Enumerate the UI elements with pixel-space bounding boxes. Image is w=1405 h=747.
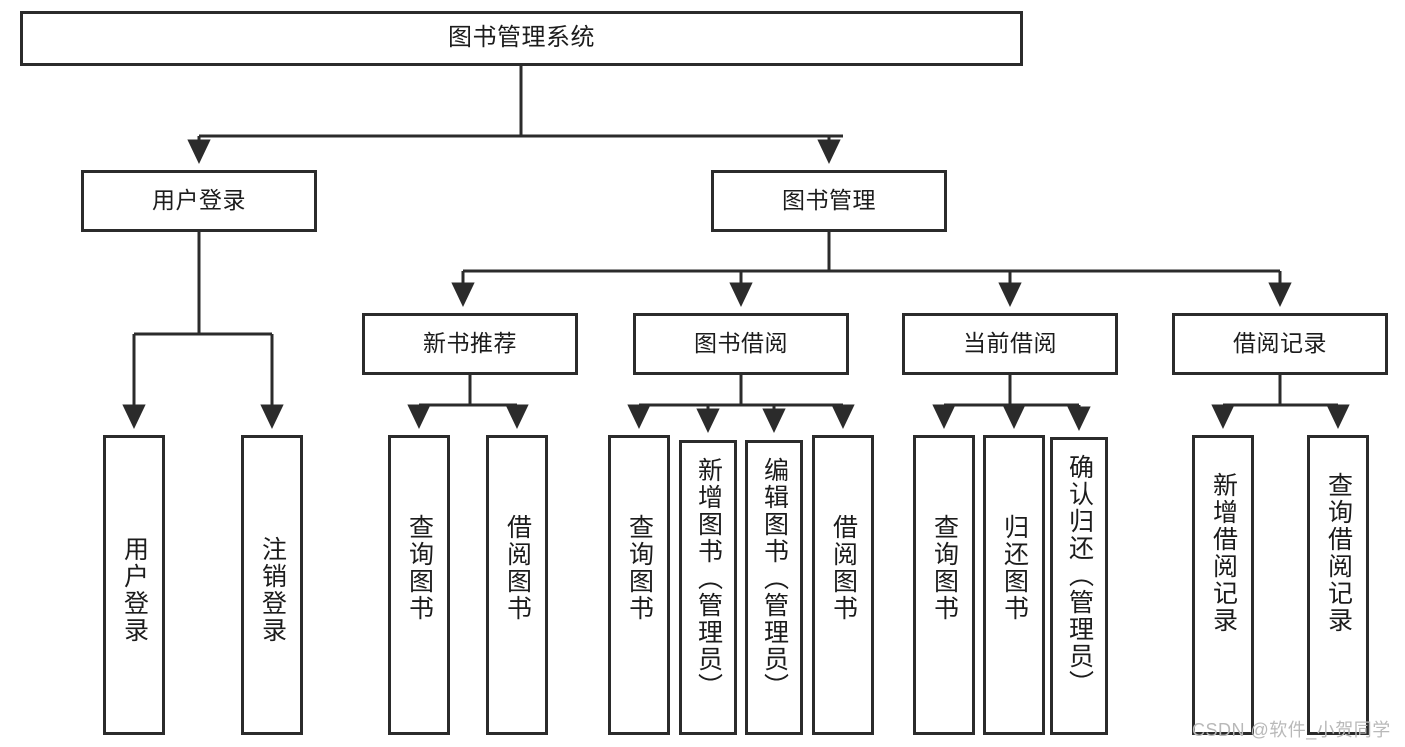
- node-borrow-records[interactable]: 借阅记录: [1172, 313, 1388, 375]
- node-borrow-records-label: 借阅记录: [1233, 330, 1327, 357]
- node-book-management-label: 图书管理: [782, 187, 876, 214]
- leaf-query-book-newbooks-label: 查询图书: [405, 514, 434, 622]
- leaf-user-login[interactable]: 用户登录: [103, 435, 165, 735]
- leaf-query-book-borrow[interactable]: 查询图书: [608, 435, 670, 735]
- edge-login-to-leaves: [122, 232, 284, 430]
- leaf-user-logout[interactable]: 注销登录: [241, 435, 303, 735]
- leaf-query-book-current[interactable]: 查询图书: [913, 435, 975, 735]
- node-book-borrow-label: 图书借阅: [694, 330, 788, 357]
- leaf-edit-book-admin-label: 编辑图书（管理员）: [760, 457, 789, 700]
- leaf-query-book-borrow-label: 查询图书: [625, 514, 654, 622]
- leaf-add-book-admin[interactable]: 新增图书（管理员）: [679, 440, 737, 735]
- leaf-return-book[interactable]: 归还图书: [983, 435, 1045, 735]
- leaf-add-borrow-record[interactable]: 新增借阅记录: [1192, 435, 1254, 735]
- leaf-confirm-return-admin[interactable]: 确认归还（管理员）: [1050, 437, 1108, 735]
- edge-borrow-to-leaves: [627, 375, 855, 434]
- node-new-book-recommend[interactable]: 新书推荐: [362, 313, 578, 375]
- leaf-query-book-current-label: 查询图书: [930, 514, 959, 622]
- leaf-borrow-book-newbooks[interactable]: 借阅图书: [486, 435, 548, 735]
- edge-newbooks-to-leaves: [407, 375, 529, 430]
- edge-records-to-leaves: [1211, 375, 1350, 430]
- leaf-add-borrow-record-label: 新增借阅记录: [1209, 472, 1238, 634]
- leaf-query-borrow-record[interactable]: 查询借阅记录: [1307, 435, 1369, 735]
- leaf-user-logout-label: 注销登录: [258, 536, 287, 644]
- edge-current-to-leaves: [932, 375, 1091, 432]
- node-current-borrow-label: 当前借阅: [963, 330, 1057, 357]
- leaf-borrow-book-newbooks-label: 借阅图书: [503, 514, 532, 622]
- edge-root-to-level2: [187, 66, 843, 165]
- csdn-watermark: CSDN @软件_小贺同学: [1192, 720, 1391, 740]
- leaf-query-borrow-record-label: 查询借阅记录: [1324, 472, 1353, 634]
- node-current-borrow[interactable]: 当前借阅: [902, 313, 1118, 375]
- leaf-query-book-newbooks[interactable]: 查询图书: [388, 435, 450, 735]
- node-user-login-label: 用户登录: [152, 187, 246, 214]
- leaf-edit-book-admin[interactable]: 编辑图书（管理员）: [745, 440, 803, 735]
- leaf-return-book-label: 归还图书: [1000, 514, 1029, 622]
- node-book-borrow[interactable]: 图书借阅: [633, 313, 849, 375]
- node-user-login[interactable]: 用户登录: [81, 170, 317, 232]
- leaf-user-login-label: 用户登录: [120, 536, 149, 644]
- node-root[interactable]: 图书管理系统: [20, 11, 1023, 66]
- leaf-borrow-book-borrow[interactable]: 借阅图书: [812, 435, 874, 735]
- leaf-add-book-admin-label: 新增图书（管理员）: [694, 457, 723, 700]
- leaf-borrow-book-borrow-label: 借阅图书: [829, 514, 858, 622]
- node-book-management[interactable]: 图书管理: [711, 170, 947, 232]
- edge-bookmgmt-to-level3: [451, 232, 1292, 308]
- leaf-confirm-return-admin-label: 确认归还（管理员）: [1065, 454, 1094, 697]
- node-new-book-recommend-label: 新书推荐: [423, 330, 517, 357]
- node-root-label: 图书管理系统: [448, 24, 595, 52]
